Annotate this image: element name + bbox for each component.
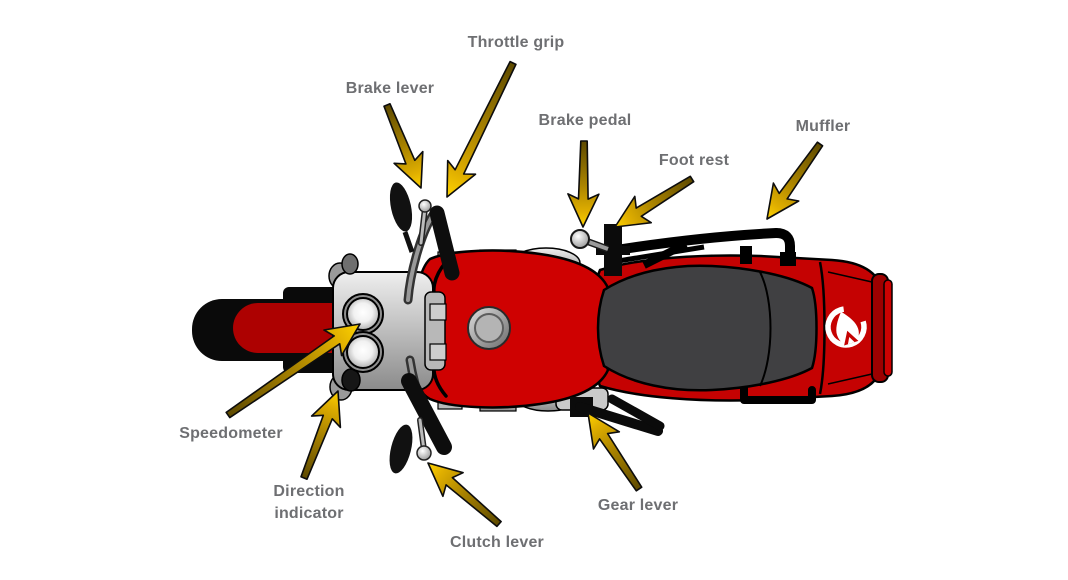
brake-lever-arrow — [383, 103, 424, 189]
speedometer-gauges — [342, 293, 384, 373]
label-speedometer: Speedometer — [179, 425, 283, 442]
throttle-grip-arrow — [446, 60, 517, 198]
label-brake-lever: Brake lever — [345, 80, 435, 97]
label-gear-lever: Gear lever — [597, 497, 679, 514]
clutch-lever-part — [416, 417, 432, 461]
fuel-tank — [411, 249, 610, 409]
grab-rail — [740, 384, 816, 404]
fuel-cap — [467, 306, 511, 350]
brake-pedal-arrow — [567, 140, 600, 228]
seat — [596, 264, 818, 392]
label-foot-rest: Foot rest — [658, 152, 730, 169]
foot-rest-arrow — [614, 175, 695, 228]
speedometer-arrow — [225, 323, 361, 419]
gear-lever-part — [570, 394, 665, 436]
rearview-mirror-bottom — [389, 424, 413, 474]
clutch-grip-part — [401, 373, 452, 455]
direction-indicator-part — [341, 368, 361, 392]
label-muffler: Muffler — [795, 118, 851, 135]
throttle-grip-part — [429, 205, 460, 281]
rearview-mirror-top — [389, 182, 415, 253]
direction-indicator-arrow — [300, 390, 342, 481]
label-brake-pedal: Brake pedal — [538, 112, 632, 129]
handlebar-bottom — [389, 355, 452, 474]
label-clutch-lever: Clutch lever — [450, 534, 544, 551]
flame-logo-icon — [825, 306, 867, 348]
callout-arrows — [225, 60, 824, 528]
clutch-lever-arrow — [427, 462, 502, 528]
gear-lever-arrow — [587, 412, 643, 492]
handlebar-top — [389, 182, 460, 305]
brake-lever-part — [418, 199, 432, 246]
label-throttle-grip: Throttle grip — [467, 34, 565, 51]
muffler-arrow — [766, 141, 824, 220]
foot-rest-part — [596, 224, 630, 276]
label-direction-indicator: Direction indicator — [273, 482, 345, 522]
brake-pedal-part — [570, 229, 610, 253]
